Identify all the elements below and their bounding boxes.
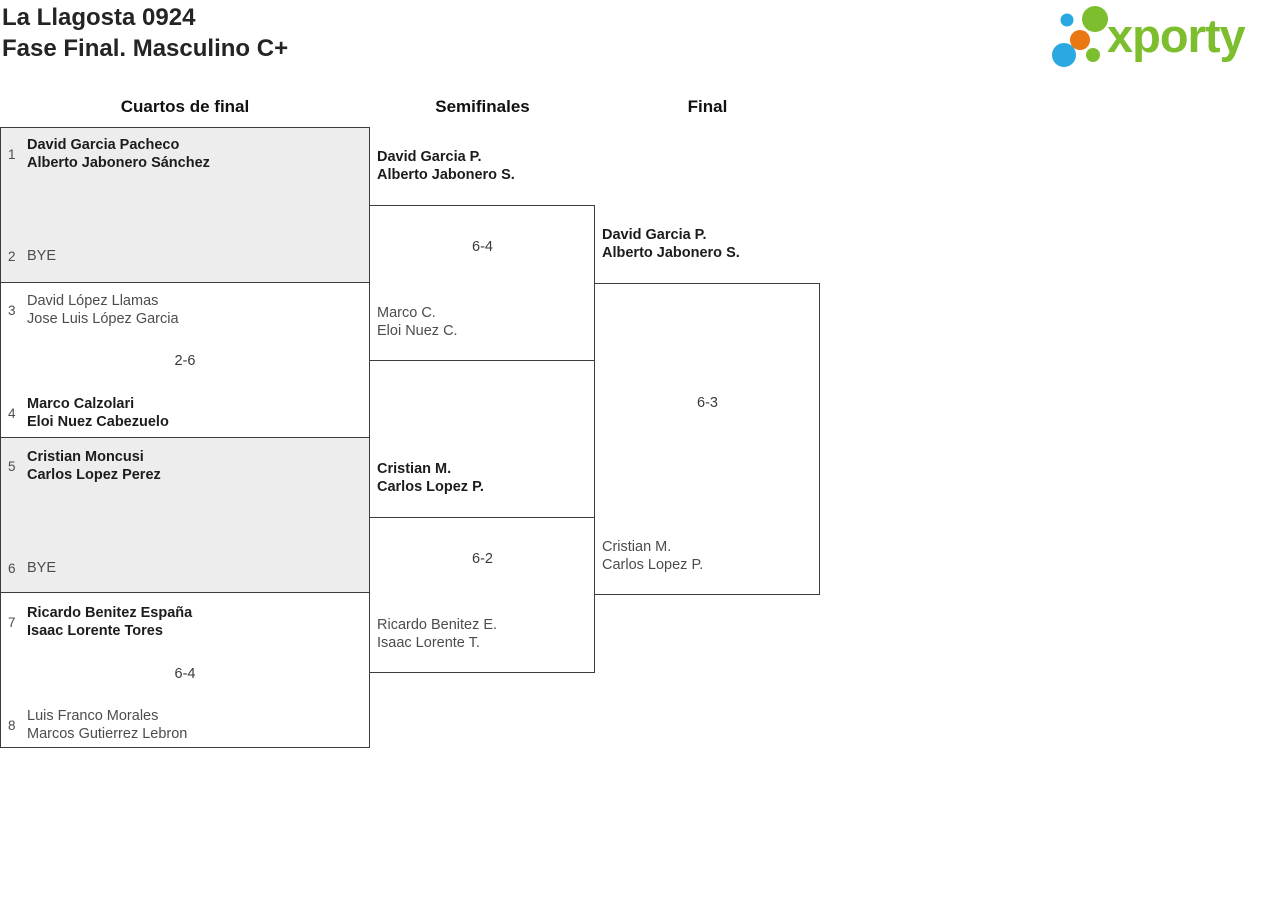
player-name: Alberto Jabonero S. — [602, 245, 740, 261]
player-name: Isaac Lorente T. — [377, 635, 480, 651]
column-header-final: Final — [687, 97, 728, 116]
player-name: Carlos Lopez P. — [602, 557, 704, 573]
logo-dots-icon — [1052, 6, 1108, 67]
qf-match-1-box — [0, 127, 370, 283]
qf4-bottom-seed: 8 — [8, 717, 16, 733]
player-name: Cristian M. — [602, 539, 672, 555]
qf1-top-team: 1 David Garcia Pacheco Alberto Jabonero … — [8, 136, 210, 172]
player-name: David Garcia P. — [602, 227, 707, 243]
qf4-bottom-team: 8 Luis Franco Morales Marcos Gutierrez L… — [8, 707, 187, 743]
page-title: La Llagosta 0924 Fase Final. Masculino C… — [2, 2, 288, 64]
player-name: Ricardo Benitez E. — [377, 617, 498, 633]
logo-wordmark: xporty — [1107, 9, 1246, 62]
player-name: Jose Luis López Garcia — [27, 311, 179, 327]
sf2-score: 6-2 — [472, 551, 493, 567]
player-name: Carlos Lopez Perez — [27, 467, 161, 483]
qf1-top-players: David Garcia Pacheco Alberto Jabonero Sá… — [27, 136, 210, 172]
player-name: Alberto Jabonero Sánchez — [27, 155, 210, 171]
player-name: Marco Calzolari — [27, 396, 135, 412]
qf3-top-seed: 5 — [8, 458, 16, 474]
player-name: Eloi Nuez C. — [377, 323, 458, 339]
qf2-score: 2-6 — [174, 353, 196, 369]
qf4-bottom-players: Luis Franco Morales Marcos Gutierrez Leb… — [27, 707, 187, 743]
sf1-score: 6-4 — [472, 239, 493, 255]
player-name: Carlos Lopez P. — [377, 479, 484, 495]
qf3-bottom-players: BYE — [27, 559, 56, 577]
player-name: Luis Franco Morales — [27, 708, 159, 724]
final-bottom-team: Cristian M. Carlos Lopez P. — [602, 538, 703, 574]
qf2-bottom-seed: 4 — [8, 405, 16, 421]
sf-match-1-box — [369, 205, 595, 361]
player-name: Marco C. — [377, 305, 436, 321]
player-name: Ricardo Benitez España — [27, 605, 193, 621]
qf2-top-seed: 3 — [8, 302, 16, 318]
qf2-bottom-team: 4 Marco Calzolari Eloi Nuez Cabezuelo — [8, 395, 169, 431]
player-name: BYE — [27, 248, 57, 264]
qf-match-4-box — [0, 592, 370, 748]
qf2-bottom-players: Marco Calzolari Eloi Nuez Cabezuelo — [27, 395, 169, 431]
qf4-top-team: 7 Ricardo Benitez España Isaac Lorente T… — [8, 604, 192, 640]
final-match-box — [594, 283, 820, 595]
qf2-top-players: David López Llamas Jose Luis López Garci… — [27, 292, 179, 328]
player-name: Isaac Lorente Tores — [27, 623, 163, 639]
xporty-logo[interactable]: xporty — [1045, 3, 1277, 73]
player-name: BYE — [27, 560, 57, 576]
player-name: David Garcia Pacheco — [27, 137, 180, 153]
qf1-bottom-team: 2 BYE — [8, 247, 56, 265]
qf3-bottom-team: 6 BYE — [8, 559, 56, 577]
final-score: 6-3 — [697, 395, 718, 411]
player-name: Cristian M. — [377, 461, 452, 477]
sf2-top-team: Cristian M. Carlos Lopez P. — [377, 460, 484, 496]
player-name: Marcos Gutierrez Lebron — [27, 726, 188, 742]
player-name: Eloi Nuez Cabezuelo — [27, 414, 169, 430]
player-name: David Garcia P. — [377, 149, 482, 165]
player-name: Cristian Moncusi — [27, 449, 144, 465]
qf4-score: 6-4 — [174, 666, 196, 682]
qf4-top-players: Ricardo Benitez España Isaac Lorente Tor… — [27, 604, 192, 640]
qf3-top-team: 5 Cristian Moncusi Carlos Lopez Perez — [8, 448, 161, 484]
sf-match-2-box — [369, 517, 595, 673]
qf4-top-seed: 7 — [8, 614, 16, 630]
sf2-bottom-team: Ricardo Benitez E. Isaac Lorente T. — [377, 616, 497, 652]
qf2-top-team: 3 David López Llamas Jose Luis López Gar… — [8, 292, 179, 328]
sf1-bottom-team: Marco C. Eloi Nuez C. — [377, 304, 458, 340]
qf3-top-players: Cristian Moncusi Carlos Lopez Perez — [27, 448, 161, 484]
player-name: David López Llamas — [27, 293, 159, 309]
player-name: Alberto Jabonero S. — [377, 167, 515, 183]
qf1-top-seed: 1 — [8, 146, 16, 162]
final-top-team: David Garcia P. Alberto Jabonero S. — [602, 226, 740, 262]
qf1-bottom-players: BYE — [27, 247, 56, 265]
qf3-bottom-seed: 6 — [8, 560, 16, 576]
qf-match-2-box — [0, 282, 370, 438]
column-header-quarterfinals: Cuartos de final — [120, 97, 250, 116]
phase-name: Fase Final. Masculino C+ — [2, 35, 289, 62]
sf1-top-team: David Garcia P. Alberto Jabonero S. — [377, 148, 515, 184]
qf1-bottom-seed: 2 — [8, 248, 16, 264]
tournament-name: La Llagosta 0924 — [2, 4, 196, 31]
column-header-semifinals: Semifinales — [435, 97, 530, 116]
